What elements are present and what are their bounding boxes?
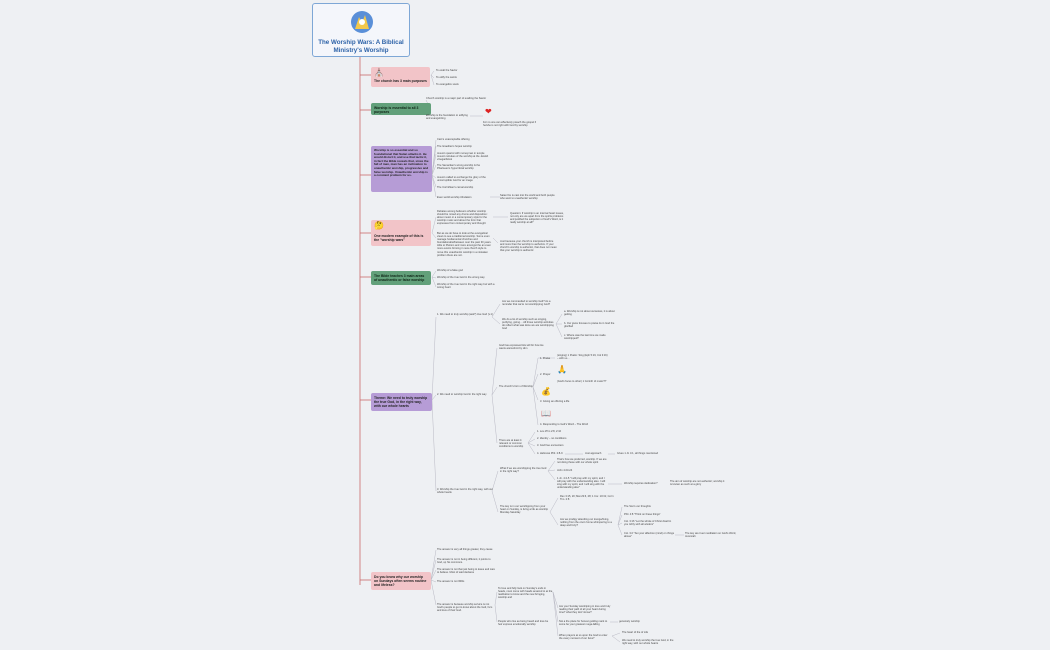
list-item: 2. Identity – no conditions <box>537 437 567 440</box>
list-item: Cain's unacceptable offering <box>437 138 470 141</box>
list-item: a. Worship is not about ourselves, it is… <box>564 310 615 317</box>
list-item: Worship requires dedication? <box>624 482 658 485</box>
list-item: 4. Hebrews Phil. 2:8-9 <box>537 452 563 455</box>
list-item: 1. We need to truly worship (ask?) true … <box>437 313 493 316</box>
list-item: We need to truly worship the true God, i… <box>622 639 674 646</box>
list-item: Gives 1 Jn 4:1, all things mentioned <box>617 452 659 455</box>
thinking-face-icon: 🤔 <box>374 221 384 230</box>
list-item: We do a lot of worship such as singing, … <box>502 318 554 331</box>
list-item: 1. Praise <box>540 357 551 360</box>
branch-theme[interactable]: Theme: We need to truly worship the true… <box>371 393 432 411</box>
list-item: The answer is not Willis <box>437 580 465 583</box>
list-item: The heart of the of Life <box>622 631 649 634</box>
list-item: The church's form of Worship <box>499 385 533 388</box>
list-item: The answer is not that just being to lea… <box>437 568 495 575</box>
list-item: John 4:23-24 <box>557 469 573 472</box>
list-item: The answer is very all things greater, t… <box>437 548 493 551</box>
list-item: Are we prodigy attending our lounge/livi… <box>560 518 612 528</box>
root-topic[interactable]: The Worship Wars: A Biblical Ministry's … <box>312 3 410 57</box>
branch-satan-attacks[interactable]: Worship is so essential and so foundatio… <box>371 146 432 192</box>
list-item: Debates among believers whether worship … <box>437 210 488 226</box>
list-item: Just approach <box>585 452 602 455</box>
list-item: Worship is the foundation to edifying an… <box>426 114 468 121</box>
money-bag-icon: 💰 <box>541 387 551 396</box>
list-item: The Israelites's hopes worship <box>437 145 472 148</box>
branch-label: The Bible teaches 3 main areas of unauth… <box>374 274 425 282</box>
note-text: Satan fire is cast into the world and bo… <box>500 194 555 201</box>
list-item: When prayers at so upon the God to enter… <box>559 634 608 641</box>
list-item: Col. 3:16 "Let the whole of Christ dwell… <box>624 520 672 527</box>
list-item: 3. God free encounters <box>537 444 564 447</box>
branch-church-purposes[interactable]: ⛪ The church has 3 main purposes <box>371 67 430 87</box>
branch-label: Theme: We need to truly worship the true… <box>374 396 428 408</box>
branch-worship-wars[interactable]: 🤔 One modern example of this is the "wor… <box>371 220 431 246</box>
list-item: Col. 3:2 "Set your affection (mind) on t… <box>624 532 675 539</box>
list-item: The answer is not in being different, it… <box>437 558 491 565</box>
list-item: But as we do have to look at the evangel… <box>437 232 492 257</box>
list-item: People who live as being heard and love … <box>498 620 549 627</box>
root-title: The Worship Wars: A Biblical Ministry's … <box>318 39 404 54</box>
branch-label: One modern example of this is the "worsh… <box>374 234 424 242</box>
church-icon: ⛪ <box>374 68 384 77</box>
note-text: Question: If worship is an internal hear… <box>510 212 564 225</box>
praying-hands-icon: 🙏 <box>557 365 567 374</box>
open-book-icon: 📖 <box>541 409 551 418</box>
list-item: The Samaritan's wrong worship & the Phar… <box>437 164 481 171</box>
list-item: Are we commanded to worship God? As a re… <box>502 300 551 307</box>
list-item: 2. We need to worship God in the right w… <box>437 393 487 396</box>
list-item: Rev 3:15, 20; Mat 23:6, 28; 1 Cor. 10:31… <box>560 495 614 502</box>
branch-label: Do you know why our worship on Sundays o… <box>374 575 427 587</box>
note-text: (God's focus to other) 1 Corinth of musi… <box>557 380 607 383</box>
list-item: Worship of the true God in the right way… <box>437 283 495 290</box>
heart-icon: ❤ <box>485 107 492 116</box>
list-item: Are your Sunday worshiping in love and t… <box>559 605 611 615</box>
note-text: The key are truer meditation on God's Wo… <box>685 532 737 539</box>
list-item: Not a the place for honest guiding mark … <box>559 620 608 627</box>
branch-worship-essential[interactable]: Worship is essential to all 3 purposes <box>371 103 431 115</box>
list-item: To love and fully look on Sunday's ends … <box>498 587 553 600</box>
list-item: 3. Worship the true God in the right way… <box>437 488 493 495</box>
branch-label: The church has 3 main purposes <box>374 79 427 83</box>
list-item: That's how we preferred, worship. If we … <box>557 458 607 465</box>
list-item: Jesus's called to exchange the glory of … <box>437 176 486 183</box>
list-item: c. Where was the last time we made worsh… <box>564 334 606 341</box>
list-item: The Corinthian's carnal worship <box>437 186 474 189</box>
list-item: Worship of the true God in the wrong way <box>437 276 485 279</box>
list-item: 1. Lev.1Tim 2:8, 2:10 <box>537 430 562 433</box>
branch-false-worship-areas[interactable]: The Bible teaches 3 main areas of unauth… <box>371 271 431 285</box>
list-item: 3. Giving an offering a life <box>540 400 570 403</box>
note-text: (singing) 1 Psalm: Sing (Eph 5:19, Col 3… <box>557 354 608 361</box>
list-item: Worship of a false god <box>437 269 463 272</box>
list-item: What if we are worshipping the true God … <box>500 467 547 474</box>
list-item: 4. Responding to God's Word – The Word <box>540 423 589 426</box>
list-item: God has expressed His will for how He wa… <box>499 344 544 351</box>
list-item: Even world worship tribulation <box>437 196 472 199</box>
list-item: genuinely worship <box>619 620 640 623</box>
branch-label: Worship is essential to all 3 purposes <box>374 106 419 114</box>
note-text: For no one can effectively preach the go… <box>483 121 537 128</box>
list-item: The key is in our worshipping from your … <box>500 505 549 515</box>
list-item: The Son's our thoughts <box>624 505 651 508</box>
list-item: Church worship is a major part of exalti… <box>426 97 487 100</box>
note-text: Just because your church is interpreted … <box>500 240 557 253</box>
worship-hands-logo <box>351 11 373 33</box>
list-item: The answer is because worship service is… <box>437 603 493 613</box>
list-item: To edify the saints <box>436 76 457 79</box>
list-item: Jesus's quarrel with moneyman in temple … <box>437 152 489 162</box>
branch-routine-worship[interactable]: Do you know why our worship on Sundays o… <box>371 572 431 590</box>
list-item: There are at least 4 relevant or common … <box>499 439 524 449</box>
list-item: 2. Prayer <box>540 373 551 376</box>
list-item: Phil. 4:8 "Think on these things" <box>624 513 661 516</box>
list-item: 1 Jn. 4:4-5 "I will pray with my spirit,… <box>557 477 606 490</box>
list-item: To evangelize souls <box>436 83 459 86</box>
list-item: To exalt the Savior <box>436 69 458 72</box>
branch-label: Worship is so essential and so foundatio… <box>374 148 429 178</box>
note-text: The aim of worship are not authentic; wo… <box>670 480 725 487</box>
list-item: b. Our gives focuses to praise its in Go… <box>564 322 615 329</box>
